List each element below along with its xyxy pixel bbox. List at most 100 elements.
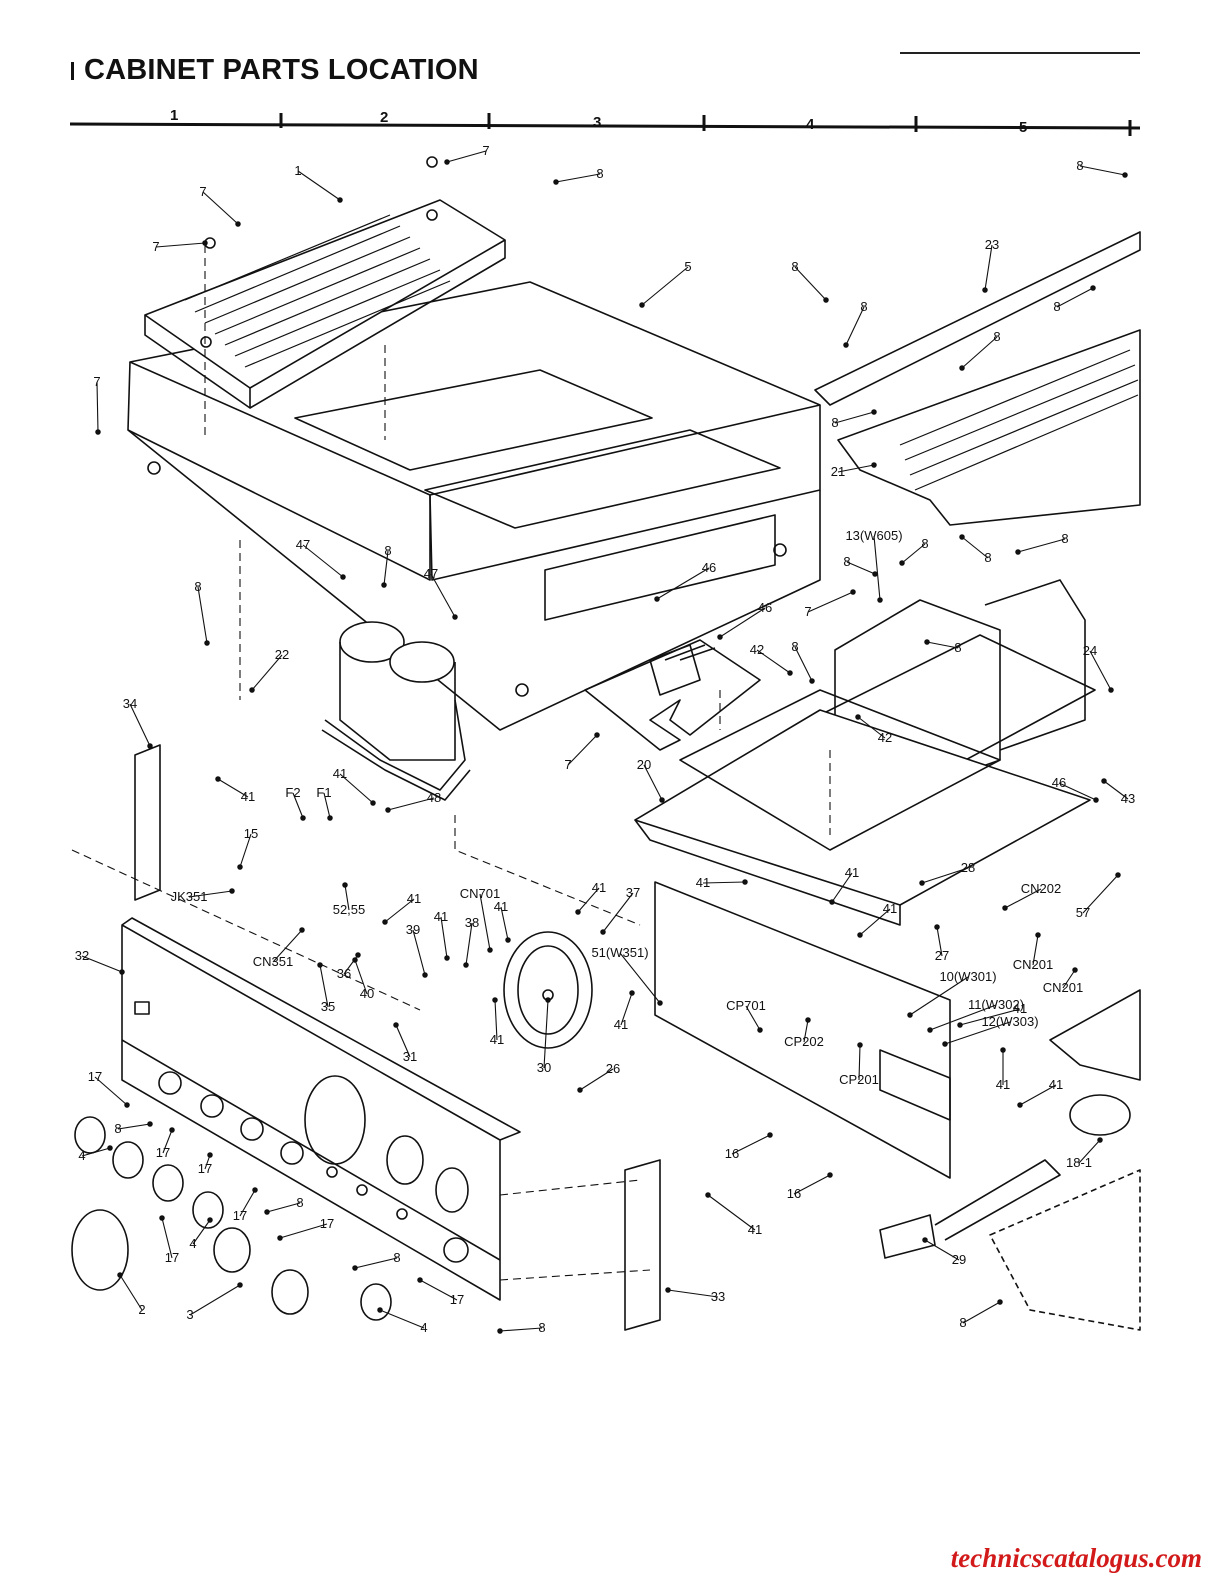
callout-label: 51(W351) [591, 945, 648, 960]
leader-line [161, 1217, 173, 1259]
leader-line [323, 792, 331, 819]
leader-arrowhead [444, 159, 450, 165]
leader-arrowhead [95, 429, 101, 435]
leader-line [936, 926, 943, 957]
callout-label: 8 [993, 329, 1000, 344]
leader-arrowhead [600, 929, 606, 935]
callout-label: 18-1 [1066, 1155, 1092, 1170]
callout-label: 20 [637, 757, 651, 772]
leader-arrowhead [787, 670, 793, 676]
leader-line [577, 887, 600, 913]
leader-line [1058, 782, 1097, 801]
leader-line [1089, 650, 1112, 691]
callout-label: 17 [320, 1216, 334, 1231]
callout-label: 41 [1049, 1077, 1063, 1092]
callout-label: 41 [883, 901, 897, 916]
callout-label: 41 [407, 891, 421, 906]
leader-arrowhead [594, 732, 600, 738]
leader-arrowhead [207, 1152, 213, 1158]
leader-line [272, 929, 303, 963]
leader-arrowhead [327, 815, 333, 821]
callout-label: 41 [333, 766, 347, 781]
leader-arrowhead [169, 1127, 175, 1133]
leader-arrowhead [422, 972, 428, 978]
callout-label: 17 [88, 1069, 102, 1084]
leader-arrowhead [717, 634, 723, 640]
rear-top-panel [814, 231, 1141, 526]
leader-line [266, 1202, 301, 1213]
leader-line [239, 833, 252, 868]
leader-line [702, 881, 746, 884]
callout-label: CN201 [1013, 957, 1053, 972]
leader-arrowhead [742, 879, 748, 885]
leader-line [446, 150, 487, 163]
callout-label: 47 [424, 566, 438, 581]
leader-line [962, 1301, 1001, 1324]
leader-arrowhead [872, 571, 878, 577]
leader-arrowhead [1002, 905, 1008, 911]
leader-arrowhead [119, 969, 125, 975]
callout-label: 22 [275, 647, 289, 662]
callout-leaders [81, 150, 1129, 1334]
callout-label: 41 [845, 865, 859, 880]
leader-line [1082, 874, 1119, 914]
leader-line [202, 191, 239, 225]
leader-line [344, 884, 350, 911]
leader-line [924, 1239, 960, 1261]
callout-label: 41 [614, 1017, 628, 1032]
leader-line [162, 1129, 173, 1154]
front-pcb [654, 881, 951, 1179]
callout-label: 24 [1083, 643, 1097, 658]
leader-line [94, 1076, 128, 1106]
front-panel [121, 917, 521, 1301]
leader-arrowhead [934, 924, 940, 930]
leader-line [731, 1134, 771, 1155]
leader-line [944, 1021, 1011, 1045]
callout-label: JK351 [171, 889, 208, 904]
callout-label: 8 [860, 299, 867, 314]
callout-label: 41 [996, 1077, 1010, 1092]
leader-arrowhead [850, 589, 856, 595]
leader-line [129, 703, 151, 747]
leader-line [807, 591, 854, 613]
leader-line [189, 1284, 241, 1316]
grid-column-label: 2 [380, 109, 388, 126]
callout-label: 8 [194, 579, 201, 594]
callout-label: 17 [156, 1145, 170, 1160]
selector-wheel [503, 931, 593, 1049]
leader-arrowhead [843, 342, 849, 348]
callout-label: 4 [78, 1148, 85, 1163]
callout-label: 33 [711, 1289, 725, 1304]
leader-arrowhead [385, 807, 391, 813]
callout-label: 12(W303) [981, 1014, 1038, 1029]
callout-label: 26 [606, 1061, 620, 1076]
callout-label: 17 [198, 1161, 212, 1176]
leader-line [419, 1279, 458, 1301]
leader-line [794, 266, 827, 301]
callout-label: 8 [384, 543, 391, 558]
leader-arrowhead [237, 1282, 243, 1288]
callout-label: 4 [189, 1236, 196, 1251]
callout-label: 46 [1052, 775, 1066, 790]
leader-line [339, 773, 374, 804]
leader-arrowhead [1108, 687, 1114, 693]
callout-label: CN202 [1021, 881, 1061, 896]
leader-arrowhead [342, 882, 348, 888]
leader-arrowhead [1072, 967, 1078, 973]
leader-arrowhead [235, 221, 241, 227]
callout-label: 34 [123, 696, 137, 711]
callout-label: 41 [592, 880, 606, 895]
grid-column-label: 1 [170, 107, 178, 124]
leader-line [297, 170, 341, 201]
callout-label: 8 [831, 415, 838, 430]
callout-label: 2 [138, 1302, 145, 1317]
control-knobs [71, 1116, 392, 1321]
leader-arrowhead [252, 1187, 258, 1193]
callout-label: 41 [241, 789, 255, 804]
leader-line [1062, 969, 1076, 989]
callout-label: 39 [406, 922, 420, 937]
heat-sink [584, 639, 761, 751]
callout-label: CN701 [460, 886, 500, 901]
